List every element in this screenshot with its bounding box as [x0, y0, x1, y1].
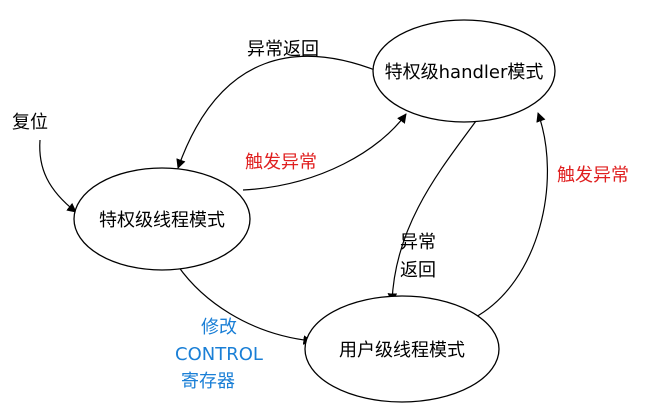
- label-exception-return-mid-line2: 返回: [400, 260, 436, 281]
- label-trigger-exception-right: 触发异常: [557, 165, 629, 186]
- label-modify-control-line3: 寄存器: [181, 371, 235, 392]
- label-exception-return-mid-line1: 异常: [400, 232, 436, 253]
- node-handler-mode-label: 特权级handler模式: [385, 62, 544, 83]
- edge-modify-control: [177, 265, 313, 345]
- edge-trigger-exception-right: [473, 112, 549, 319]
- label-exception-return-top: 异常返回: [247, 39, 319, 60]
- node-user-thread-mode: [304, 295, 500, 403]
- edge-reset: [39, 139, 77, 213]
- edge-exception-return-mid: [387, 120, 477, 303]
- node-user-thread-mode-label: 用户级线程模式: [339, 340, 465, 361]
- node-handler-mode: [372, 19, 556, 123]
- edge-trigger-exception-left: [242, 113, 407, 191]
- label-modify-control-line2: CONTROL: [175, 344, 263, 365]
- node-privileged-thread-mode: [73, 167, 251, 271]
- label-trigger-exception-left: 触发异常: [245, 152, 317, 173]
- label-modify-control-line1: 修改: [201, 317, 237, 338]
- edge-exception-return-top: [176, 55, 381, 169]
- node-privileged-thread-mode-label: 特权级线程模式: [99, 210, 225, 231]
- label-reset: 复位: [12, 112, 48, 133]
